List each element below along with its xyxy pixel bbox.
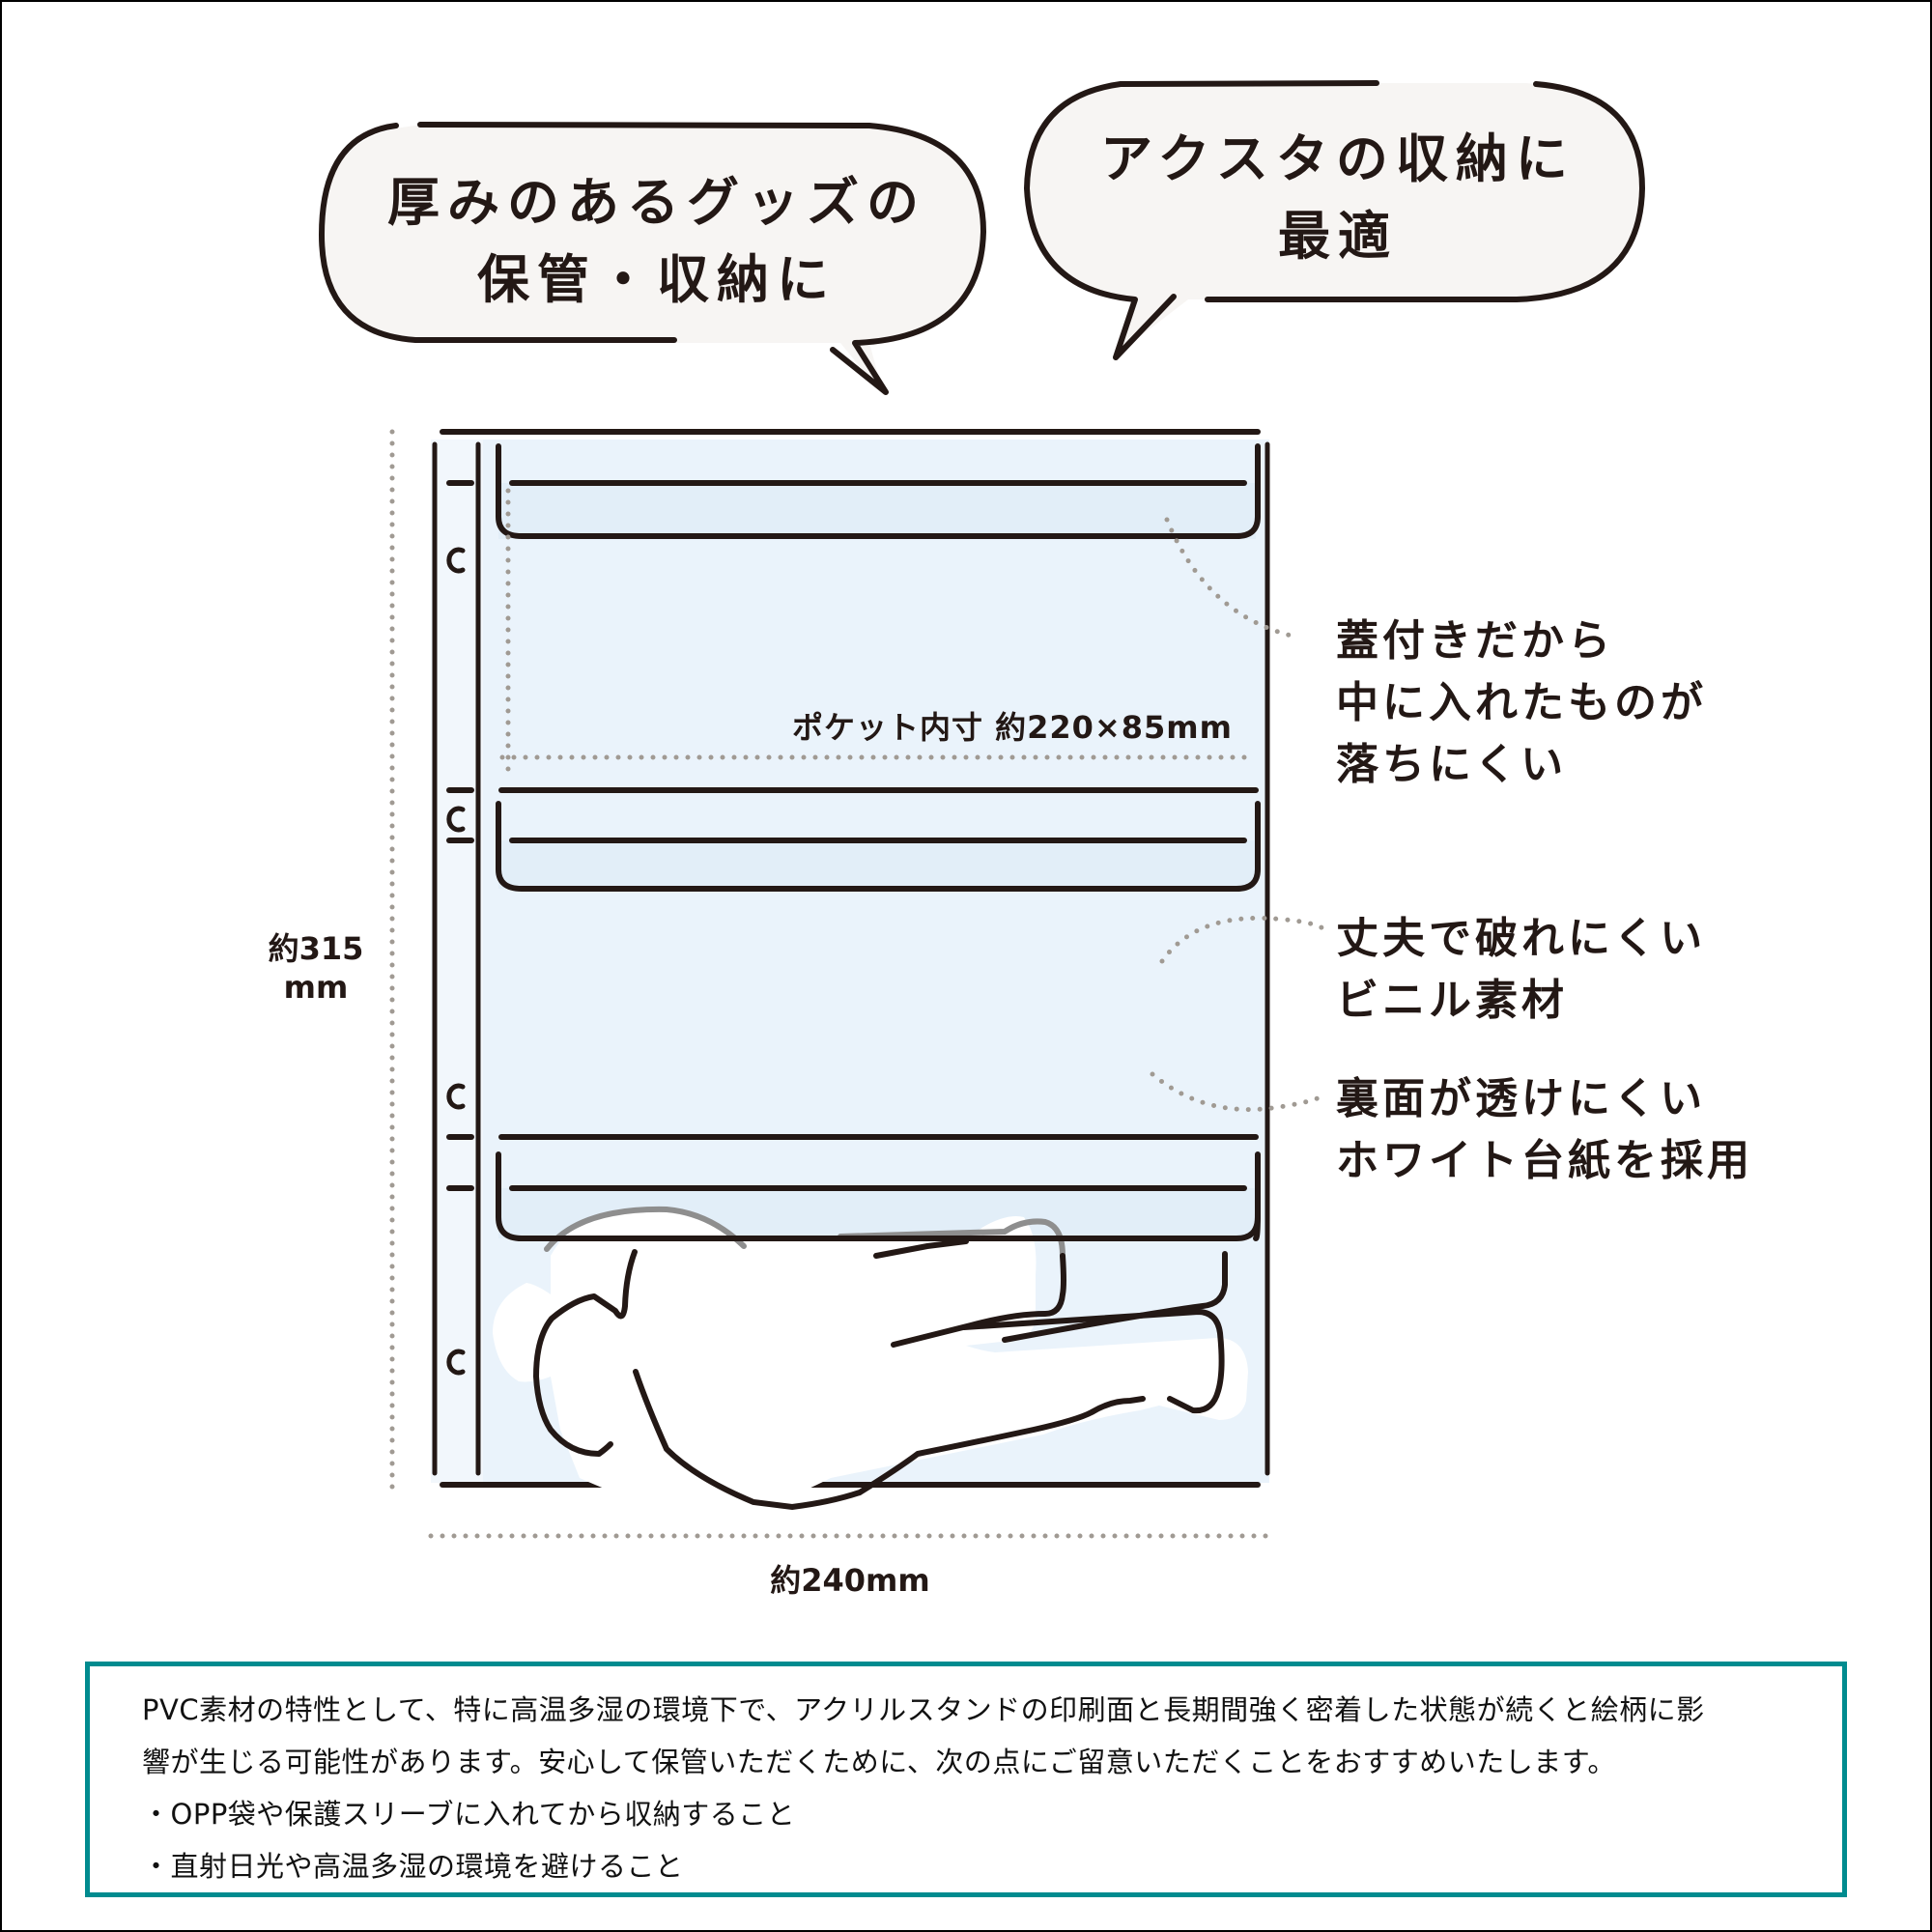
feature-durable-line-2: ビニル素材	[1336, 976, 1568, 1025]
bubble-left-line-2: 保管・収納に	[477, 249, 837, 310]
notice-line-1: PVC素材の特性として、特に高温多湿の環境下で、アクリルスタンドの印刷面と長期間…	[142, 1693, 1705, 1726]
feature-durable-line-1: 丈夫で破れにくい	[1336, 914, 1707, 963]
width-dimension-label: 約240mm	[770, 1562, 930, 1599]
feature-backing-line-2: ホワイト台紙を採用	[1336, 1136, 1753, 1185]
speech-bubble-right	[1024, 80, 1646, 360]
notice-bullet-2: ・直射日光や高温多湿の環境を避けること	[142, 1850, 684, 1883]
bubble-right-line-1: アクスタの収納に	[1100, 128, 1576, 189]
bubble-left-text: 厚みのあるグッズの 保管・収納に	[348, 164, 966, 319]
feature-lid-line-3: 落ちにくい	[1336, 740, 1568, 789]
height-value: 約315	[268, 930, 364, 967]
pocket-size-label: ポケット内寸 約220×85mm	[792, 709, 1233, 746]
height-dimension-label: 約315 mm	[253, 929, 379, 1007]
feature-durable-vinyl: 丈夫で破れにくい ビニル素材	[1336, 908, 1706, 1032]
feature-backing-line-1: 裏面が透けにくい	[1336, 1074, 1707, 1123]
pocket-flap-2	[496, 787, 1261, 892]
height-unit: mm	[283, 969, 349, 1006]
bubble-left-line-1: 厚みのあるグッズの	[387, 172, 926, 233]
feature-white-backing: 裏面が透けにくい ホワイト台紙を採用	[1336, 1068, 1753, 1192]
pocket-flap-1	[496, 443, 1261, 539]
caution-notice-box: PVC素材の特性として、特に高温多湿の環境下で、アクリルスタンドの印刷面と長期間…	[85, 1662, 1847, 1897]
feature-lid: 蓋付きだから 中に入れたものが 落ちにくい	[1336, 611, 1707, 796]
speech-bubble-left	[318, 122, 986, 396]
binder-sheet	[431, 429, 1270, 1512]
notice-line-2: 響が生じる可能性があります。安心して保管いただくために、次の点にご留意いただくこ…	[142, 1746, 1616, 1778]
notice-bullet-1: ・OPP袋や保護スリーブに入れてから収納すること	[142, 1798, 796, 1831]
acrylic-stand-silhouette	[493, 1151, 1261, 1512]
bubble-right-text: アクスタの収納に 最適	[1053, 121, 1623, 275]
feature-lid-line-1: 蓋付きだから	[1336, 616, 1614, 666]
bubble-right-line-2: 最適	[1278, 206, 1398, 267]
feature-lid-line-2: 中に入れたものが	[1336, 678, 1707, 727]
dimension-guides	[389, 429, 1331, 1539]
